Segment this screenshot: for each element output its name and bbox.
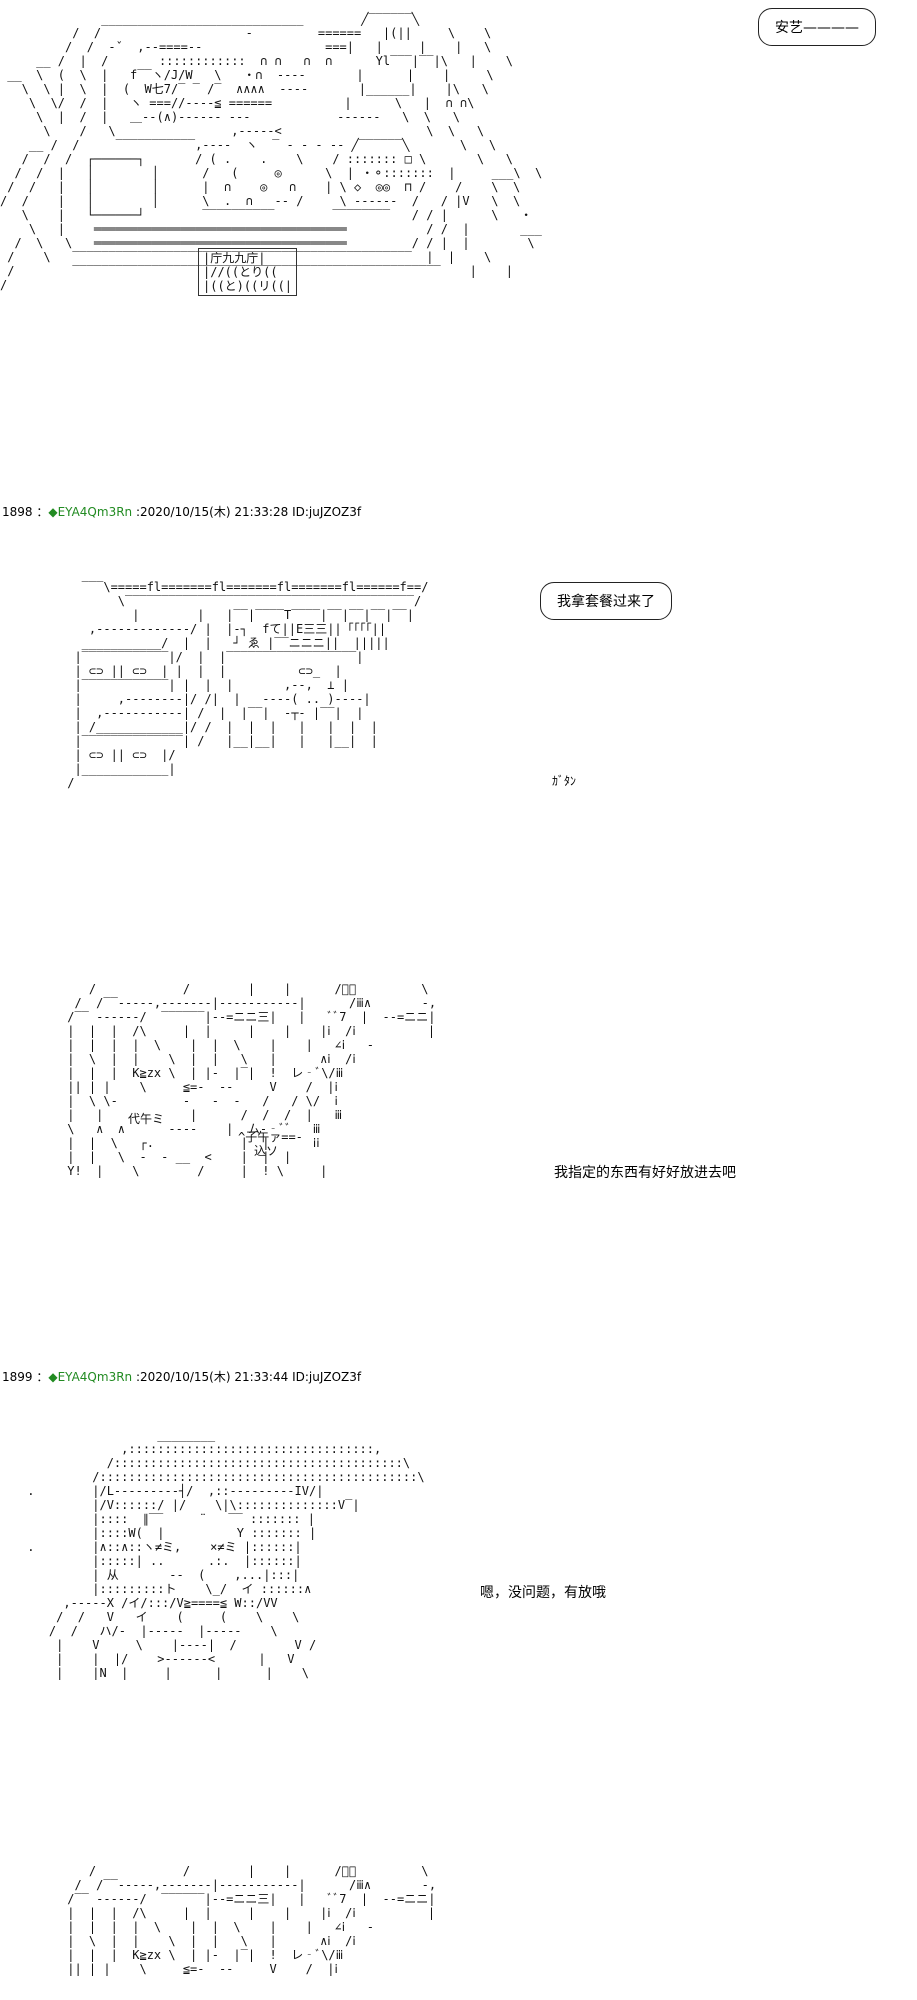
narration-line-3: 我指定的东西有好好放进去吧 — [554, 1165, 736, 1181]
aa-text-1: 代午ミ — [128, 1112, 165, 1126]
aa-text-2: ^子午ァ==- — [238, 1130, 303, 1144]
speaker-label: 安艺———— — [758, 8, 876, 46]
aa-counter: ‾‾‾\=====fl=======fl=======fl=======fl==… — [67, 580, 429, 790]
aa-text-3: 込ソ — [254, 1144, 279, 1158]
narration-line-4: 嗯，没问题，有放哦 — [480, 1585, 606, 1601]
aa-character-2: ________ ,::::::::::::::::::::::::::::::… — [27, 1428, 425, 1680]
tray-sign: |庁九九庁| |//((とり(( |((と)((リ((| — [198, 248, 298, 296]
sound-effect: ｶﾞﾀﾝ — [552, 774, 577, 788]
poster-id: ID:juJZOZ3f — [292, 1370, 362, 1384]
post-datetime: 2020/10/15(木) 21:33:44 — [140, 1370, 289, 1384]
aa-tray: ____________________________ ╱‾‾‾‾‾‾╲ / … — [0, 12, 543, 292]
post-datetime: 2020/10/15(木) 21:33:28 — [140, 505, 289, 519]
post-number: 1898 — [2, 505, 33, 519]
speech-bubble-2: 我拿套餐过来了 — [540, 582, 672, 620]
post-header-1899: 1899 ：◆EYA4Qm3Rn :2020/10/15(木) 21:33:44… — [2, 1370, 362, 1384]
poster-name: ◆EYA4Qm3Rn — [48, 1370, 133, 1384]
aa-character-3: / / | | /ﾞﾞ \ / /‾‾‐‐‐‐‐,‐‐‐‐‐‐‐|‐‐‐‐‐‐‐… — [67, 1864, 437, 1976]
poster-id: ID:juJZOZ3f — [292, 505, 362, 519]
post-number: 1899 — [2, 1370, 33, 1384]
post-header-1898: 1898 ：◆EYA4Qm3Rn :2020/10/15(木) 21:33:28… — [2, 505, 362, 519]
aa-character-1: / / | | /ﾞﾞ \ / /‾‾‐‐‐‐‐,‐‐‐‐‐‐‐|‐‐‐‐‐‐‐… — [67, 982, 437, 1178]
poster-name: ◆EYA4Qm3Rn — [48, 505, 133, 519]
